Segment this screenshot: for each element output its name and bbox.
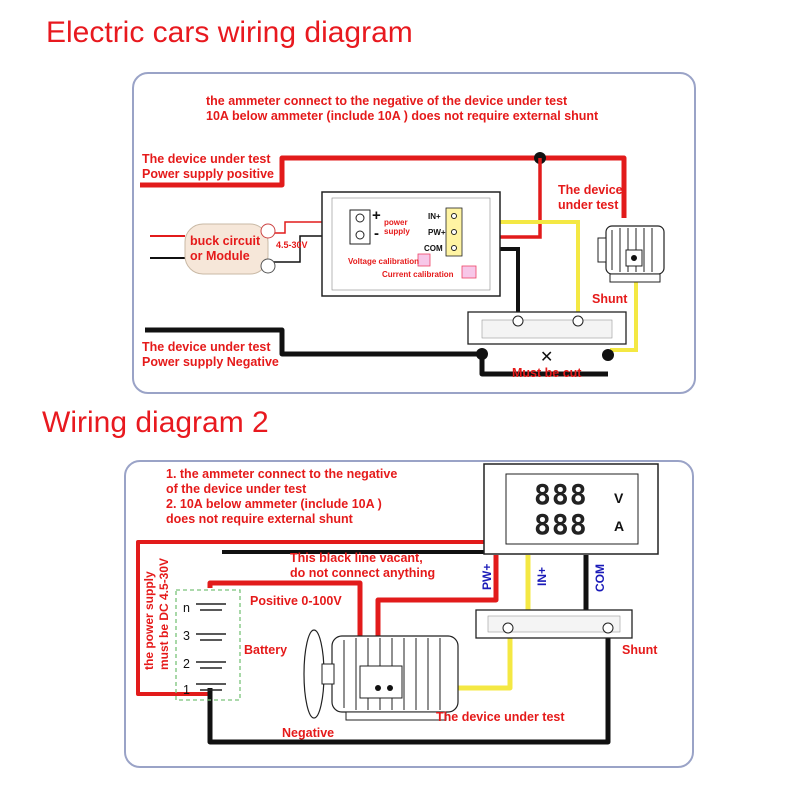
d1-must-be-cut: Must be cut [512,366,582,380]
d2-shunt-label: Shunt [622,643,658,657]
d2-cell-2: 2 [183,657,190,671]
d1-buck-line2: or Module [190,249,250,263]
diagram1-title: Electric cars wiring diagram [46,16,413,49]
d1-shunt-left-junction [476,348,488,360]
d1-shunt-label: Shunt [592,292,628,306]
d1-buck-line1: buck circuit [190,234,261,248]
d2-note-line2: of the device under test [166,482,307,496]
d1-terminal-com: COM [424,244,443,253]
d1-buck-box [184,223,269,275]
d2-power-supply-vertical1: the power supply [142,571,156,670]
d1-negative-line2: Power supply Negative [142,355,279,369]
diagram2-title: Wiring diagram 2 [42,406,269,439]
d1-meter-body [321,191,501,297]
d2-power-red-wire [136,540,488,696]
d1-motor [597,225,665,283]
d1-note-line2: 10A below ammeter (include 10A ) does no… [206,109,599,123]
d2-terminal-pw: PW+ [480,563,494,590]
d1-volt-cal-pot [417,253,431,267]
d1-shunt-right-junction [602,349,614,361]
d1-power-terminal [349,209,371,245]
d2-black-line-note2: do not connect anything [290,566,436,580]
d2-battery-group [175,589,241,701]
svg-text:✕: ✕ [540,349,553,366]
d1-minus-sign: - [374,225,379,242]
d1-power-supply-line2: supply [384,227,410,236]
d1-current-calibration: Current calibration [382,270,454,279]
d2-cell-3: 3 [183,629,190,643]
d2-battery-label: Battery [244,643,288,657]
d2-black-line-note1: This black line vacant, [290,551,423,565]
d1-negative-wire [145,327,608,377]
d1-positive-wire [140,155,627,218]
d2-motor [303,629,459,721]
d2-display-bottom: 888 [534,508,588,541]
d1-positive-line1: The device under test [142,152,271,166]
d2-note-line3: 2. 10A below ammeter (include 10A ) [166,497,382,511]
d1-plus-sign: + [372,207,381,224]
d1-terminal-pw: PW+ [428,228,446,237]
d1-device-line2: under test [558,198,619,212]
d1-positive-line2: Power supply positive [142,167,274,181]
d2-terminal-com: COM [593,564,607,592]
d2-display-screen [505,473,639,545]
d2-power-supply-vertical2: must be DC 4.5-30V [157,557,171,670]
d1-terminal-in: IN+ [428,212,441,221]
d1-device-line1: The device [558,183,623,197]
d1-note-line1: the ammeter connect to the negative of t… [206,94,568,108]
d1-negative-line1: The device under test [142,340,271,354]
d1-power-supply-line1: power [384,218,408,227]
d2-negative-wire [207,628,611,745]
d2-cell-1: 1 [183,683,190,697]
d1-curr-cal-pot [461,265,477,279]
d1-buck-out-pos [268,221,350,234]
d2-positive-range: Positive 0-100V [250,594,342,608]
d2-negative-label: Negative [282,726,335,740]
d2-note-line4: does not require external shunt [166,512,353,526]
d2-display-top: 888 [534,478,588,511]
d2-note-line1: 1. the ammeter connect to the negative [166,467,398,481]
d2-unit-v: V [614,490,624,506]
d2-unit-a: A [614,518,625,534]
d2-device-under-test: The device under test [436,710,565,724]
d2-terminal-in: IN+ [535,566,549,586]
d1-voltage-calibration: Voltage calibration [348,257,419,266]
d2-cell-n: n [183,601,190,615]
d1-voltage-range: 4.5-30V [276,240,308,250]
